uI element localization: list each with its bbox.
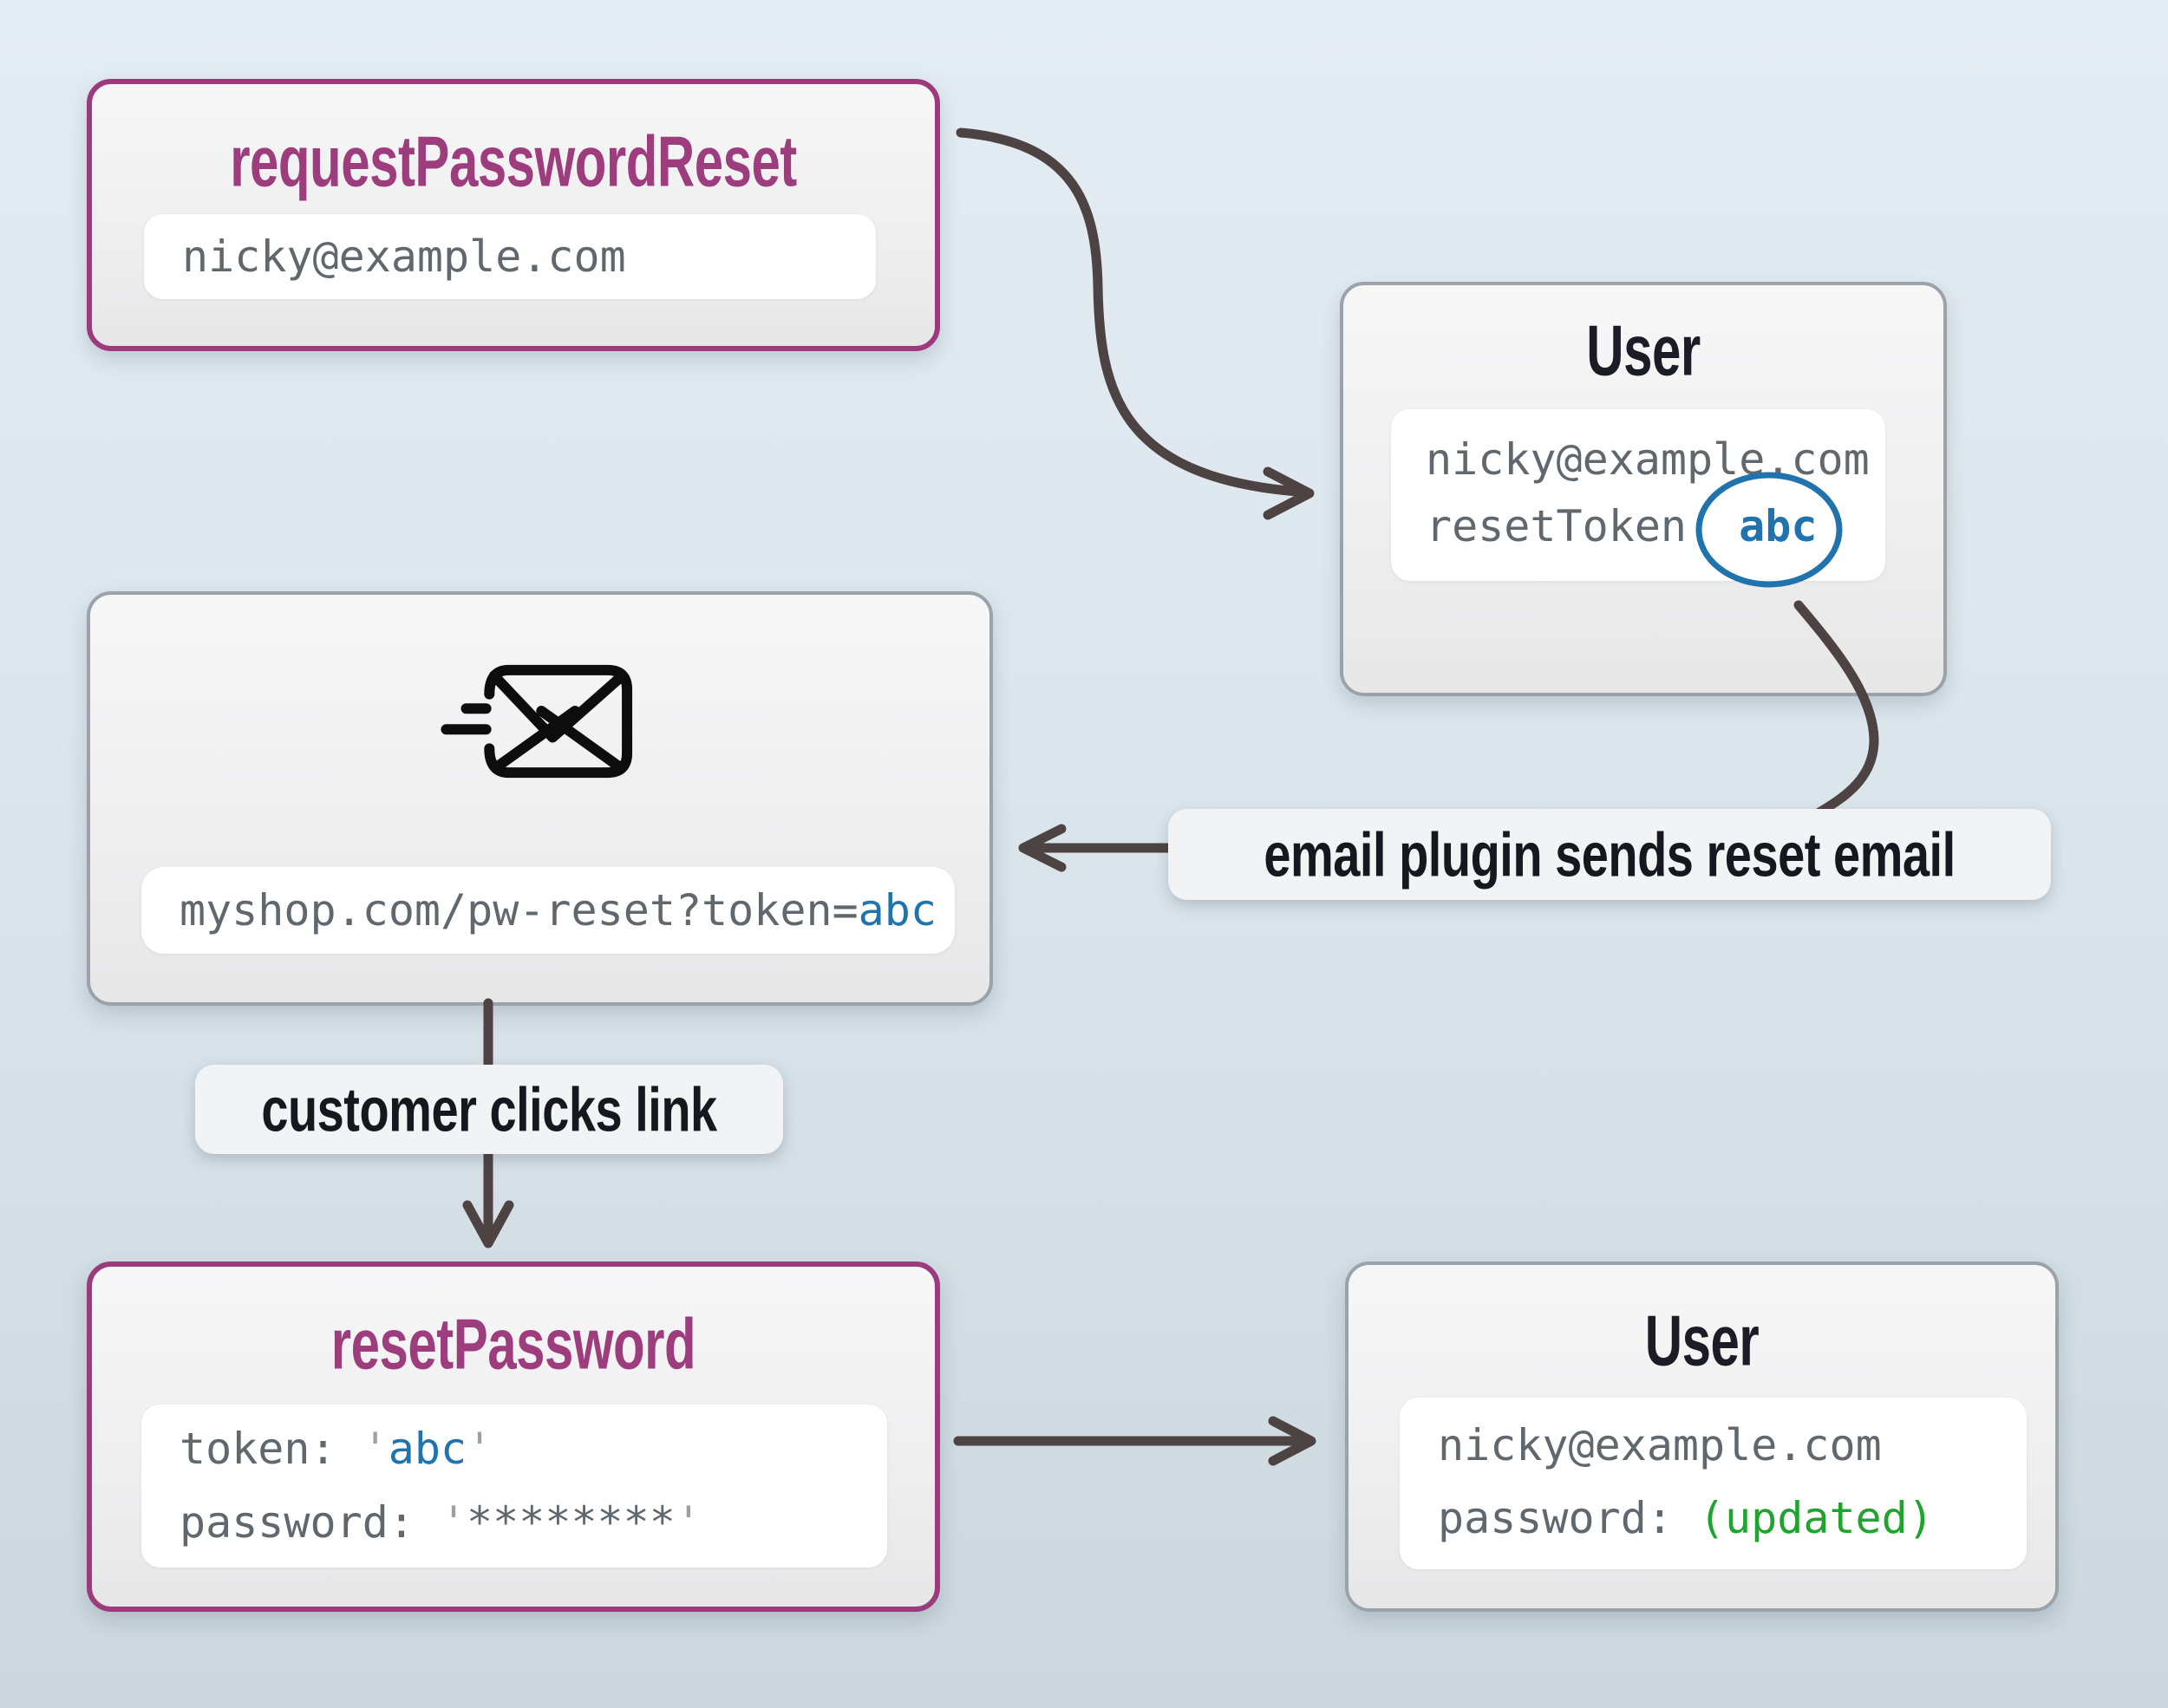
- arrow-reset-to-user-head: [1268, 1416, 1316, 1466]
- request-password-reset-node: requestPasswordReset nicky@example.com: [87, 79, 940, 351]
- email-plugin-label-text: email plugin sends reset email: [1264, 819, 1956, 890]
- customer-clicks-label-text: customer clicks link: [261, 1074, 717, 1144]
- password-open-quote: ': [440, 1497, 467, 1548]
- password-arg-line: password: '********': [180, 1486, 887, 1560]
- token-arg-value: abc: [388, 1424, 467, 1474]
- user-top-email: nicky@example.com: [1426, 434, 1870, 485]
- reset-url-field: myshop.com/pw-reset?token=abc: [141, 867, 955, 954]
- user-top-token-line: resetToken: abc: [1426, 493, 1885, 560]
- customer-clicks-label: customer clicks link: [195, 1065, 783, 1154]
- reset-url-token: abc: [858, 885, 937, 935]
- reset-email-node: myshop.com/pw-reset?token=abc: [87, 591, 993, 1006]
- arrow-request-to-user-head: [1263, 466, 1315, 520]
- user-bottom-password-label: password:: [1438, 1493, 1673, 1543]
- user-bottom-title: User: [1644, 1301, 1760, 1381]
- envelope-flap: [488, 670, 628, 743]
- reset-password-title: resetPassword: [330, 1304, 696, 1385]
- user-bottom-record: nicky@example.com password: (updated): [1400, 1398, 2027, 1569]
- reset-password-args: token:'abc' password:'********': [141, 1405, 887, 1568]
- user-top-record: nicky@example.com resetToken: abc: [1391, 409, 1885, 581]
- reset-token-value: abc: [1739, 501, 1818, 551]
- token-arg-line: token: 'abc': [180, 1412, 887, 1486]
- user-bottom-password-value: (updated): [1698, 1493, 1934, 1543]
- password-close-quote: ': [675, 1497, 702, 1548]
- envelope-fold-right: [536, 706, 626, 773]
- reset-password-node: resetPassword token:'abc' password:'****…: [87, 1261, 940, 1612]
- request-email-field: nicky@example.com: [144, 214, 876, 299]
- token-open-quote: ': [362, 1424, 389, 1474]
- reset-token-label: resetToken:: [1426, 501, 1714, 551]
- user-top-node: User nicky@example.com resetToken: abc: [1340, 282, 1947, 696]
- arrow-email-to-reset-head: [462, 1200, 514, 1248]
- user-top-title: User: [1586, 310, 1701, 391]
- token-close-quote: ': [467, 1424, 493, 1474]
- password-arg-value: ********: [467, 1497, 676, 1548]
- reset-url-prefix: myshop.com/pw-reset?token=: [180, 885, 859, 935]
- arrow-request-to-user: [956, 127, 1303, 497]
- envelope-outline: [484, 664, 633, 779]
- user-bottom-node: User nicky@example.com password: (updated…: [1345, 1261, 2059, 1612]
- password-arg-label: password:: [180, 1497, 415, 1548]
- mail-send-icon: [441, 664, 633, 779]
- user-bottom-email: nicky@example.com: [1438, 1420, 1882, 1470]
- request-password-reset-title: requestPasswordReset: [230, 121, 797, 202]
- user-bottom-password-line: password: (updated): [1438, 1482, 2027, 1555]
- request-email-value: nicky@example.com: [182, 231, 626, 282]
- email-plugin-label: email plugin sends reset email: [1168, 809, 2051, 900]
- token-arg-label: token:: [180, 1424, 336, 1474]
- arrow-label-to-email-box-head: [1018, 824, 1067, 872]
